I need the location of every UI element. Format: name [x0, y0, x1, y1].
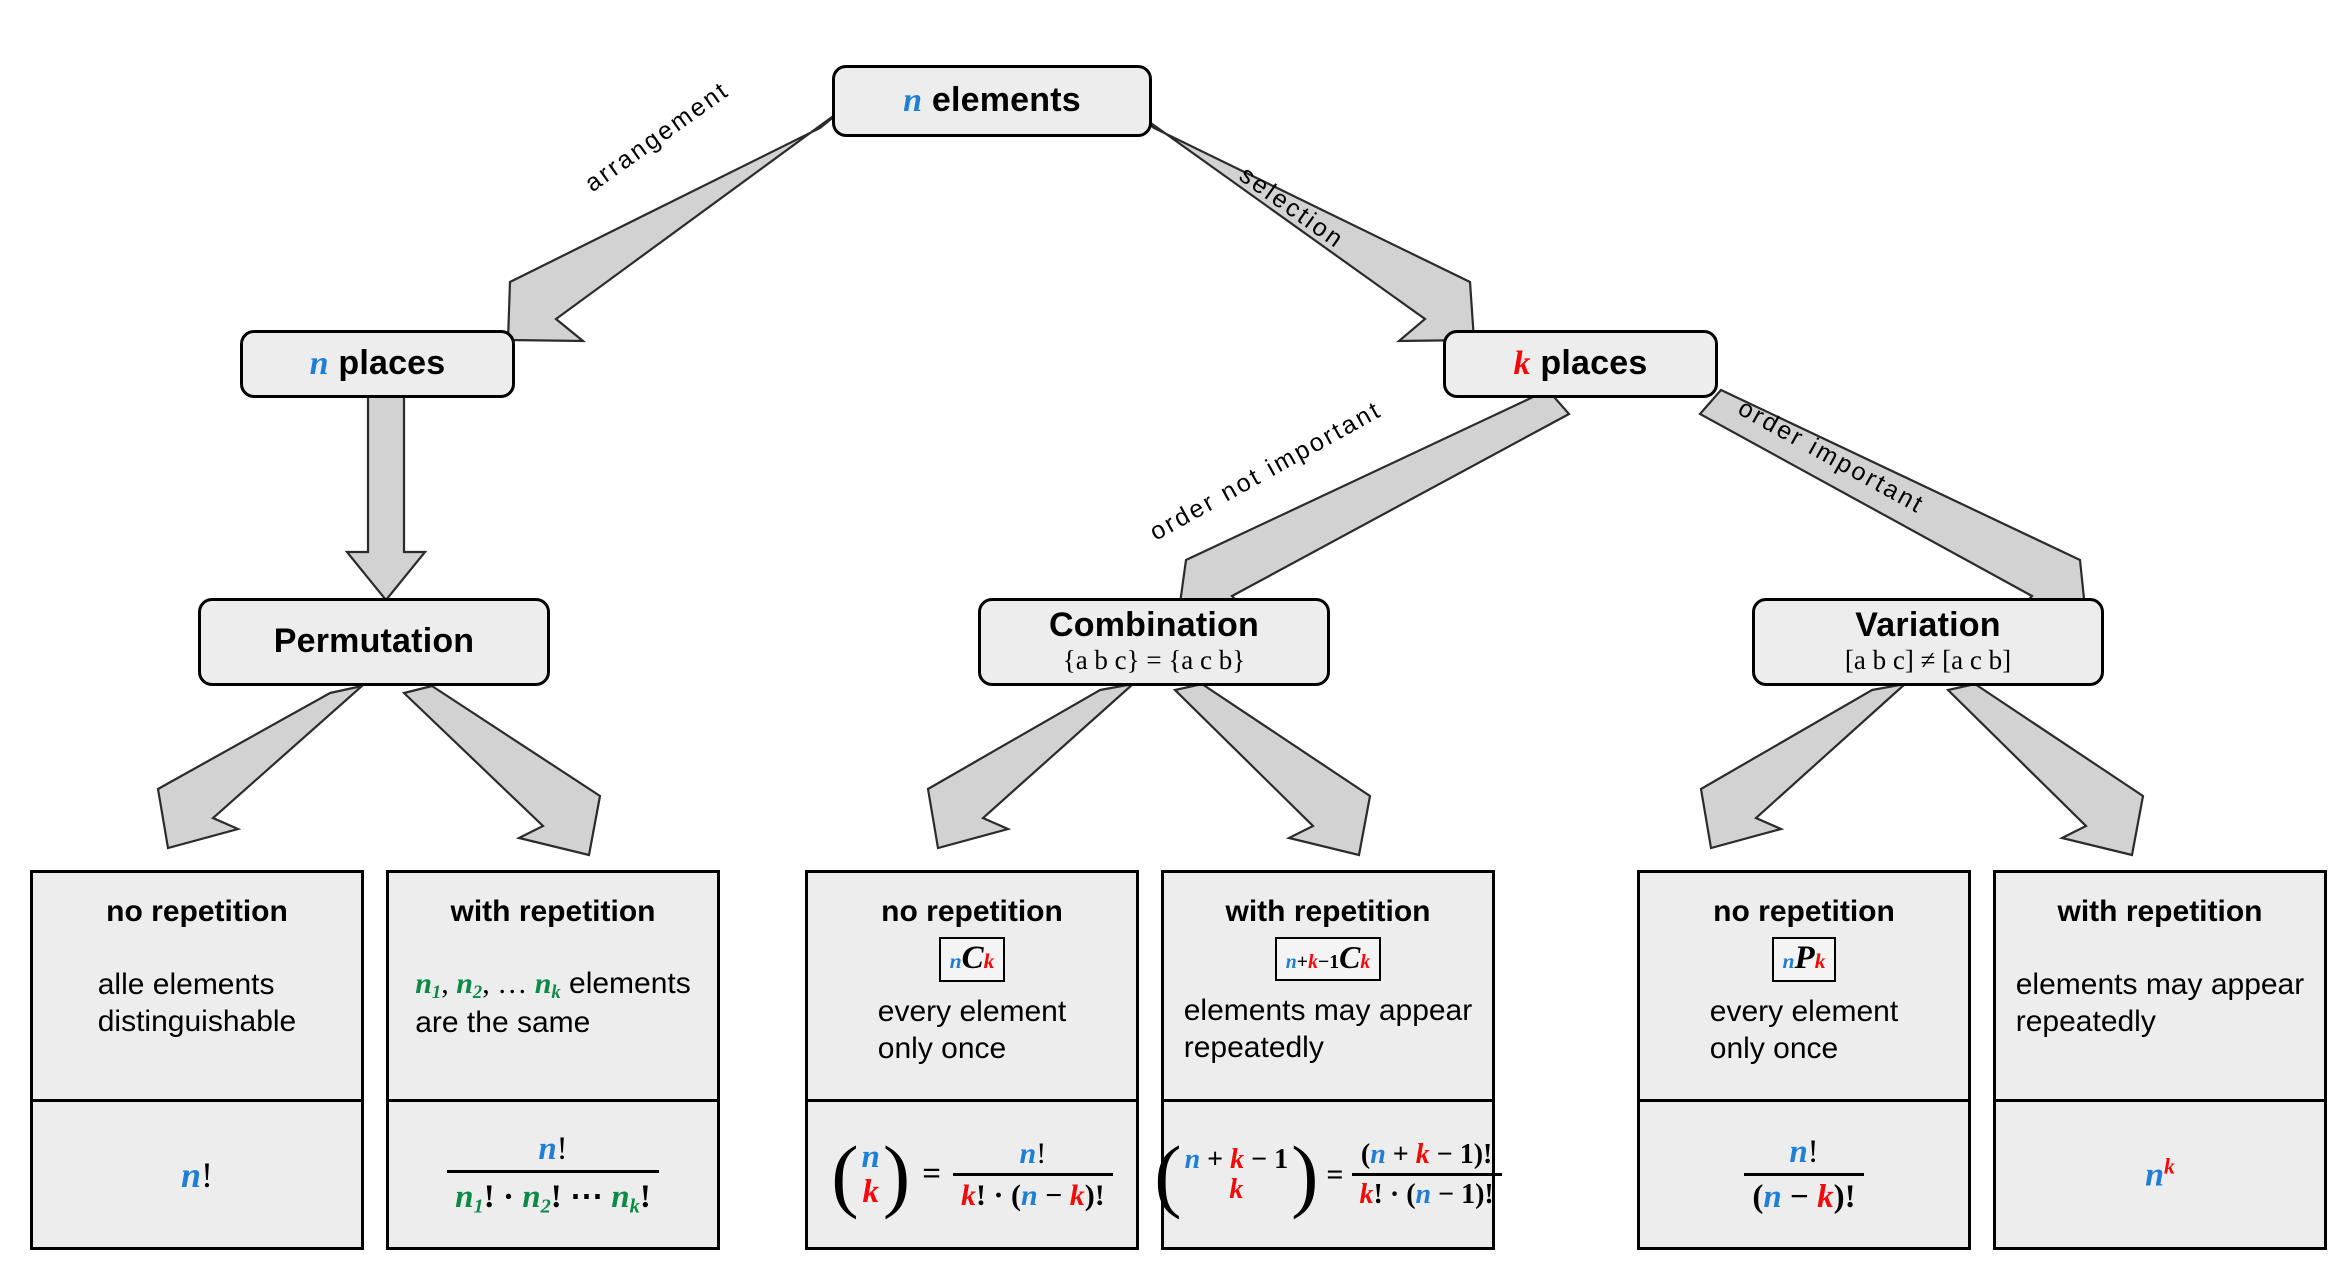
node-variation[interactable]: Variation [a b c] ≠ [a c b]: [1752, 598, 2104, 686]
desc-line: only once: [1709, 1031, 1839, 1065]
node-n-elements[interactable]: n elements: [832, 65, 1152, 137]
node-n-elements-label: n elements: [903, 81, 1081, 120]
card-var-no-rep-header: no repetition: [1713, 895, 1895, 928]
card-comb-with-rep-formula: ( n + k − 1 k ) = (n + k − 1)! k! · (n −…: [1154, 1099, 1502, 1247]
node-variation-sub: [a b c] ≠ [a c b]: [1844, 645, 2012, 675]
node-k-places[interactable]: k places: [1443, 330, 1718, 398]
node-combination-title: Combination: [1049, 606, 1259, 645]
card-var-no-rep-top: no repetition nPk every element only onc…: [1640, 873, 1968, 1099]
card-perm-with-rep-formula: n! n1! · n2! ⋯ nk!: [389, 1099, 717, 1247]
node-combination-sub: {a b c} = {a c b}: [1062, 645, 1246, 675]
desc-line: are the same: [415, 1005, 591, 1039]
card-var-no-rep-badge: nPk: [1771, 937, 1837, 982]
card-comb-with-rep-desc: elements may appear repeatedly: [1180, 983, 1477, 1084]
symbol-k: k: [1513, 345, 1531, 383]
card-perm-with-rep-header: with repetition: [450, 895, 656, 928]
card-var-with-rep-header: with repetition: [2057, 895, 2263, 928]
card-var-no-rep-formula: n! (n − k)!: [1640, 1099, 1968, 1247]
node-k-places-text: places: [1530, 344, 1648, 383]
card-comb-no-rep-top: no repetition nCk every element only onc…: [808, 873, 1136, 1099]
node-n-places[interactable]: n places: [240, 330, 515, 398]
desc-line: distinguishable: [97, 1004, 297, 1038]
arrow-permutation-left: [156, 684, 366, 850]
node-combination[interactable]: Combination {a b c} = {a c b}: [978, 598, 1330, 686]
card-perm-no-rep-desc: alle elements distinguishable: [94, 957, 300, 1058]
desc-line: repeatedly: [2015, 1004, 2156, 1038]
edge-label-arrangement: arrangement: [579, 75, 735, 198]
desc-line: only once: [877, 1031, 1007, 1065]
node-variation-title: Variation: [1855, 606, 2001, 645]
card-comb-with-rep[interactable]: with repetition n+k−1Ck elements may app…: [1154, 870, 1502, 1250]
desc-line: n1, n2, … nk elements: [415, 966, 691, 1003]
card-comb-no-rep[interactable]: no repetition nCk every element only onc…: [805, 870, 1139, 1250]
arrow-combination-right: [1172, 682, 1372, 857]
symbol-n: n: [309, 345, 329, 383]
edge-label-selection: selection: [1234, 160, 1350, 255]
card-perm-with-rep-desc: n1, n2, … nk elements are the same: [411, 956, 695, 1059]
card-comb-with-rep-header: with repetition: [1225, 895, 1431, 928]
desc-line: repeatedly: [1183, 1031, 1324, 1064]
node-n-places-label: n places: [309, 344, 446, 383]
node-permutation[interactable]: Permutation: [198, 598, 550, 686]
card-var-with-rep-formula: nk: [1996, 1099, 2324, 1247]
arrow-n-places-to-permutation: [344, 386, 428, 602]
desc-line: every element: [877, 994, 1067, 1028]
arrow-combination-left: [926, 682, 1137, 850]
card-comb-no-rep-badge: nCk: [938, 937, 1006, 982]
arrow-variation-right: [1945, 682, 2145, 857]
card-var-with-rep-desc: elements may appear repeatedly: [2012, 957, 2309, 1058]
card-var-no-rep-desc: every element only once: [1706, 984, 1902, 1085]
arrow-variation-left: [1699, 682, 1909, 850]
card-var-with-rep[interactable]: with repetition elements may appear repe…: [1993, 870, 2327, 1250]
card-comb-no-rep-header: no repetition: [881, 895, 1063, 928]
arrow-permutation-right: [401, 684, 602, 857]
card-perm-no-rep-top: no repetition alle elements distinguisha…: [33, 873, 361, 1099]
card-perm-with-rep-top: with repetition n1, n2, … nk elements ar…: [389, 873, 717, 1099]
desc-line: elements may appear: [1183, 994, 1473, 1028]
symbol-n: n: [903, 82, 923, 120]
edge-label-order-not-important: order not important: [1144, 395, 1387, 547]
node-permutation-title: Permutation: [273, 622, 475, 661]
desc-line: elements may appear: [2015, 967, 2305, 1001]
card-perm-no-rep[interactable]: no repetition alle elements distinguisha…: [30, 870, 364, 1250]
card-var-no-rep[interactable]: no repetition nPk every element only onc…: [1637, 870, 1971, 1250]
card-comb-no-rep-desc: every element only once: [874, 984, 1070, 1085]
arrow-arrangement: [506, 105, 848, 343]
desc-line: every element: [1709, 994, 1899, 1028]
card-perm-no-rep-header: no repetition: [106, 895, 288, 928]
edge-label-order-important: order important: [1733, 393, 1930, 520]
card-var-with-rep-top: with repetition elements may appear repe…: [1996, 873, 2324, 1099]
node-n-elements-text: elements: [922, 81, 1081, 120]
card-comb-with-rep-top: with repetition n+k−1Ck elements may app…: [1164, 873, 1492, 1099]
card-perm-with-rep[interactable]: with repetition n1, n2, … nk elements ar…: [386, 870, 720, 1250]
node-n-places-text: places: [328, 344, 446, 383]
desc-line: alle elements: [97, 967, 275, 1001]
card-comb-with-rep-badge: n+k−1Ck: [1274, 937, 1382, 981]
card-perm-no-rep-formula: n!: [33, 1099, 361, 1247]
node-k-places-label: k places: [1513, 344, 1648, 383]
